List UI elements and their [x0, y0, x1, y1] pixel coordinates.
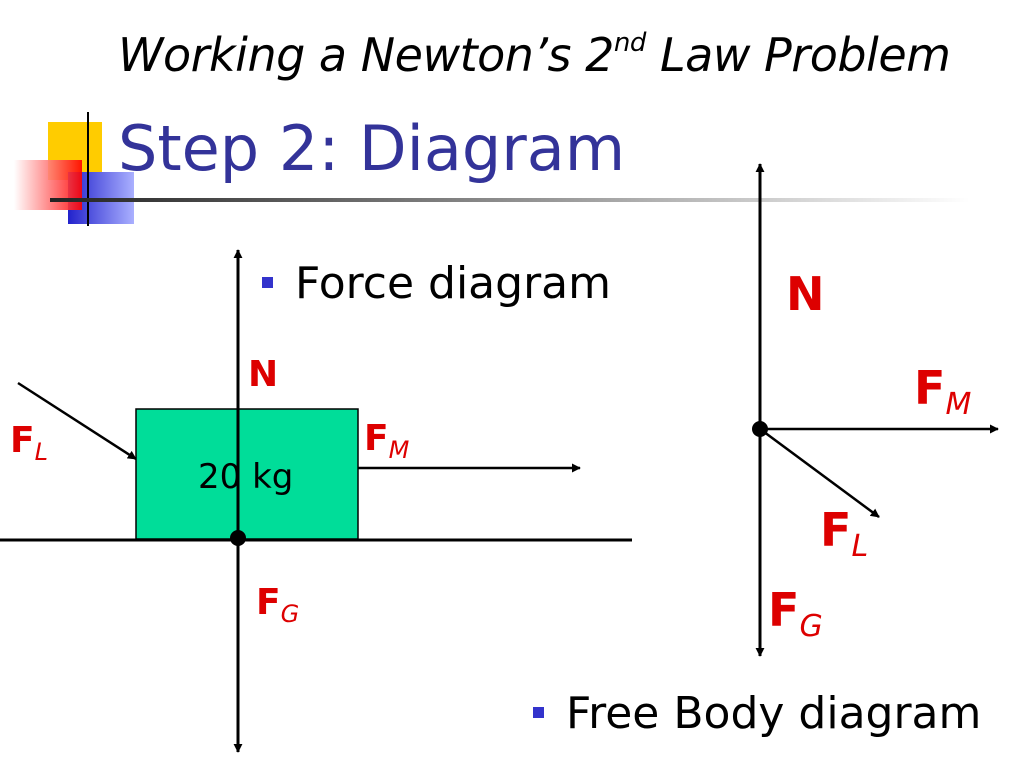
fbd-motor-label: FM	[914, 361, 971, 422]
fbd-gravity-label: FG	[768, 583, 823, 644]
bullet-free-body-diagram: Free Body diagram	[533, 688, 981, 739]
bullet-force-diagram: Force diagram	[262, 258, 611, 309]
fbd-normal-label: N	[786, 267, 825, 321]
fd-gravity-label: FG	[256, 582, 299, 628]
slide-supertitle: Working a Newton’s 2nd Law Problem	[118, 28, 951, 82]
free-body-diagram: N FM FL FG	[752, 163, 999, 657]
contact-point	[230, 530, 246, 546]
mass-label: 20 kg	[198, 457, 293, 497]
fd-normal-label: N	[248, 354, 278, 395]
fbd-friction-label: FL	[820, 503, 868, 564]
title-rule	[50, 198, 970, 202]
fd-motor-label: FM	[364, 418, 410, 464]
fbd-friction-arrow	[759, 427, 880, 519]
fbd-body-point	[752, 421, 768, 437]
bullet-marker	[262, 277, 273, 288]
mass-box	[135, 408, 359, 540]
fd-friction-label: FL	[10, 420, 48, 466]
slide-title: Step 2: Diagram	[118, 112, 626, 185]
force-diagram: 20 kg N FL FM FG	[0, 249, 632, 753]
bullet-marker	[533, 707, 544, 718]
friction-force-arrow	[17, 381, 137, 461]
